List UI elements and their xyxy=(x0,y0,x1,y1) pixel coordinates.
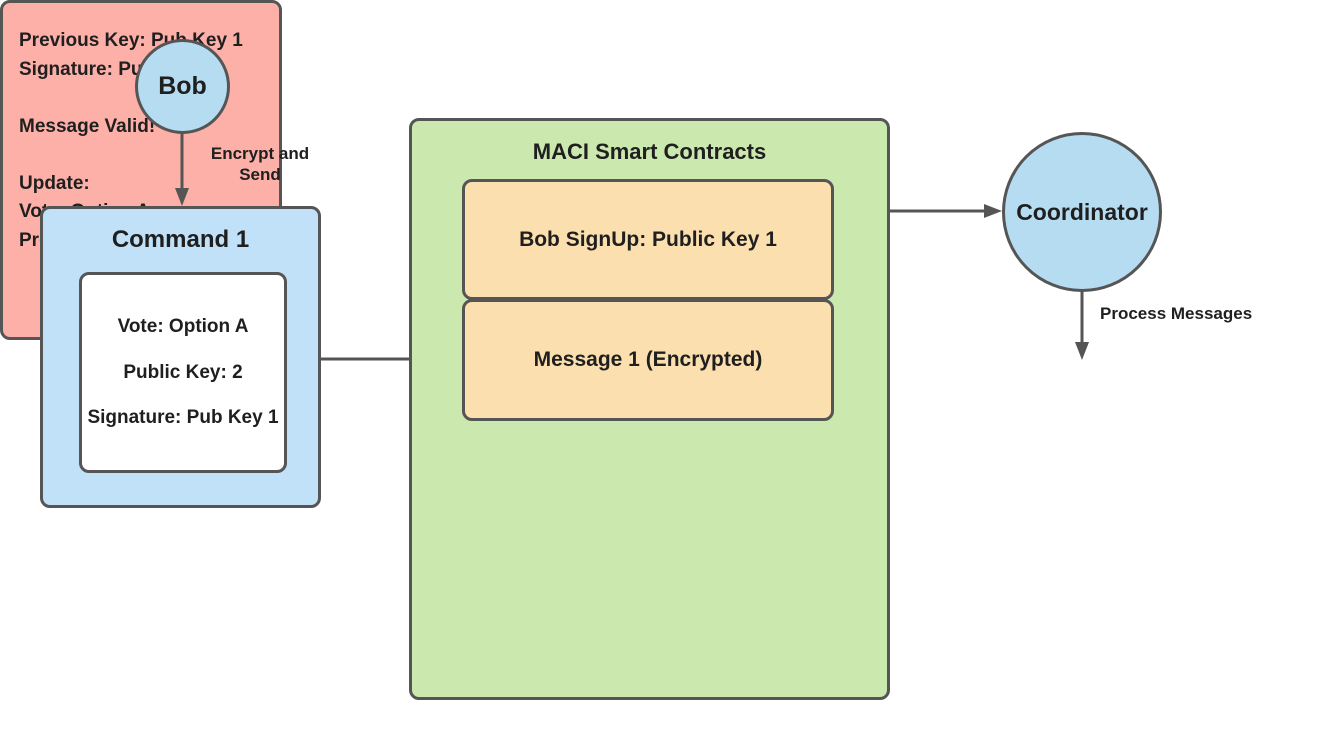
actor-bob[interactable]: Bob xyxy=(135,39,230,134)
maci-smart-contracts-title: MACI Smart Contracts xyxy=(532,139,767,164)
contract-item-message[interactable]: Message 1 (Encrypted) xyxy=(462,299,834,421)
connector-bob-to-command xyxy=(175,134,189,206)
edge-label-process-messages: Process Messages xyxy=(1100,304,1253,323)
contract-item-message-label: Message 1 (Encrypted) xyxy=(533,348,763,372)
command-field-vote: Vote: Option A xyxy=(117,315,249,337)
command-field-public-key: Public Key: 2 xyxy=(123,361,243,383)
actor-bob-label: Bob xyxy=(158,72,207,101)
command-title: Command 1 xyxy=(111,226,250,253)
connector-contracts-to-coordinator xyxy=(890,204,1002,218)
maci-smart-contracts-container[interactable]: MACI Smart Contracts Bob SignUp: Public … xyxy=(409,118,890,700)
command-fields: Vote: Option A Public Key: 2 Signature: … xyxy=(79,272,287,473)
edge-label-encrypt-and-send: Encrypt and Send xyxy=(210,144,310,185)
connector-coordinator-to-result xyxy=(1075,290,1089,360)
actor-coordinator[interactable]: Coordinator xyxy=(1002,132,1162,292)
actor-coordinator-label: Coordinator xyxy=(1016,198,1148,225)
command-field-signature: Signature: Pub Key 1 xyxy=(87,407,279,429)
command-container[interactable]: Command 1 Vote: Option A Public Key: 2 S… xyxy=(40,206,321,508)
contract-item-signup[interactable]: Bob SignUp: Public Key 1 xyxy=(462,179,834,300)
contract-item-signup-label: Bob SignUp: Public Key 1 xyxy=(519,227,777,251)
